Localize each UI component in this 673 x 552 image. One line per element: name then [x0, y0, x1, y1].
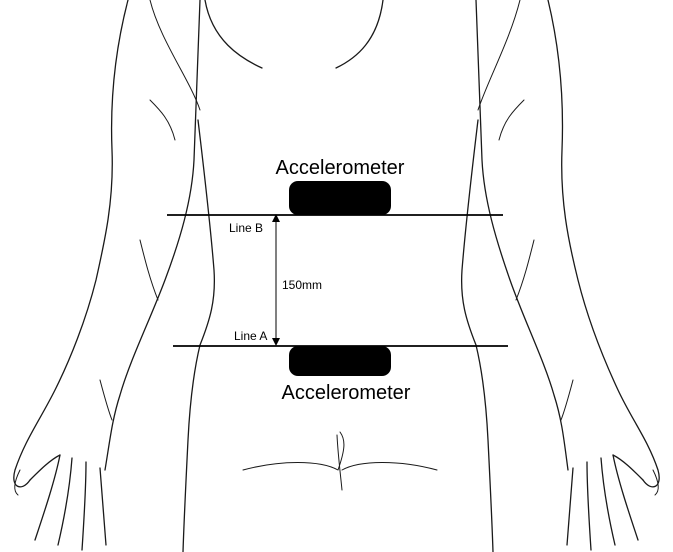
upper-accelerometer	[289, 181, 391, 215]
upper-accelerometer-label: Accelerometer	[276, 157, 405, 179]
lower-accelerometer-label: Accelerometer	[282, 382, 411, 404]
torso-outline	[150, 0, 520, 552]
right-arm-outline	[476, 0, 659, 550]
line-b-label: Line B	[229, 221, 263, 235]
lower-accelerometer	[289, 346, 391, 376]
left-arm-outline	[14, 0, 200, 550]
distance-label: 150mm	[282, 278, 322, 292]
line-a-label: Line A	[234, 329, 267, 343]
